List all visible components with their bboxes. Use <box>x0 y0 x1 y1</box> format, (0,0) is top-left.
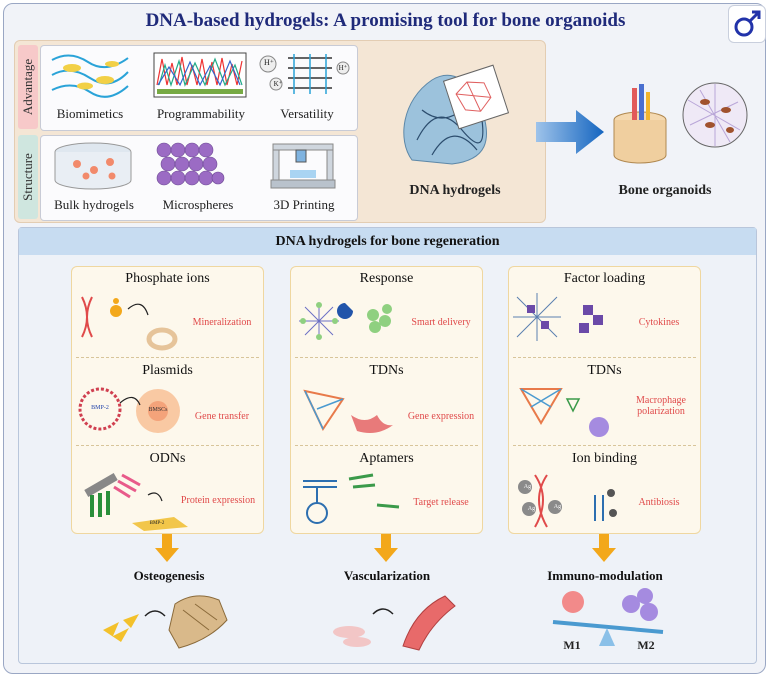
divider <box>295 357 478 358</box>
phosphate-dna-icon <box>81 296 178 351</box>
programmability-icon <box>153 52 247 98</box>
logo-icon <box>734 10 761 37</box>
outcome-vascularization: Vascularization <box>343 568 431 583</box>
bone-organoids-label: Bone organoids <box>618 183 712 198</box>
section-factor-loading: Factor loading Cytokines <box>509 267 700 355</box>
outcome-immunomodulation: Immuno-modulation <box>547 568 663 583</box>
section-aptamers: Aptamers Target release <box>291 447 482 535</box>
ion-label-2: K⁺ <box>273 80 283 88</box>
section-heading: Factor loading <box>563 271 646 286</box>
section-heading: TDNs <box>369 363 404 378</box>
cell-tag: BMSCs <box>148 407 168 413</box>
effect-label: Cytokines <box>638 317 680 328</box>
effect-label: Protein expression <box>180 495 256 506</box>
macrophage-balance-icon <box>552 588 664 646</box>
m2-label: M2 <box>637 638 655 652</box>
effect-label: Target release <box>413 497 469 508</box>
section-heading: TDNs <box>587 363 622 378</box>
macrophage-tdn-icon <box>519 388 609 437</box>
3d-printer-icon <box>270 143 336 189</box>
m1-label: M1 <box>563 638 581 652</box>
ion-binding-icon <box>518 474 617 528</box>
section-heading: Ion binding <box>572 451 637 466</box>
bone-organoid-icon <box>613 82 748 164</box>
plasmid-icon <box>78 387 180 433</box>
divider <box>513 357 696 358</box>
aptamer-icon <box>303 473 400 524</box>
effect-label: Gene transfer <box>194 411 250 422</box>
structure-label-2: Microspheres <box>162 197 234 212</box>
ion-label-3: H⁺ <box>338 64 348 72</box>
biomimetics-icon <box>51 54 129 98</box>
structure-label-1: Bulk hydrogels <box>54 197 134 212</box>
outcome-osteogenesis: Osteogenesis <box>133 568 205 583</box>
effect-label: Antibiosis <box>638 497 680 508</box>
column-vascularization: Response Smart delivery TDNs Gene expres… <box>290 266 483 534</box>
section-heading: Plasmids <box>142 363 193 378</box>
structure-label-3: 3D Printing <box>273 197 335 212</box>
journal-logo <box>728 5 766 43</box>
tdn-icon <box>303 389 393 433</box>
advantage-label-2: Programmability <box>156 106 246 121</box>
osteogenesis-icon <box>103 595 228 649</box>
smart-delivery-icon <box>299 302 392 340</box>
down-arrow-icon <box>374 534 398 562</box>
effect-label: Macrophage polarization <box>636 395 686 417</box>
section-response: Response Smart delivery <box>291 267 482 355</box>
effect-label: Smart delivery <box>411 317 471 328</box>
section-plasmids: Plasmids BMP-2 BMSCs Gene transfer <box>72 359 263 447</box>
ion-tag: Ag⁺ <box>527 506 539 512</box>
dna-hydrogels-label: DNA hydrogels <box>409 183 501 198</box>
section-heading: Phosphate ions <box>125 271 210 286</box>
section-ion-binding: Ion binding Ag⁺ Ag⁺ Ag⁺ Antibiosis <box>509 447 700 535</box>
divider <box>513 445 696 446</box>
advantage-label-3: Versatility <box>280 106 334 121</box>
advantage-tag: Advantage <box>18 45 38 129</box>
column-osteogenesis: Phosphate ions Mineralization Plasmids B… <box>71 266 264 534</box>
effect-label: Mineralization <box>192 317 252 328</box>
ion-tag: Ag⁺ <box>553 504 565 510</box>
divider <box>295 445 478 446</box>
figure-title: DNA-based hydrogels: A promising tool fo… <box>145 10 626 31</box>
advantage-label-1: Biomimetics <box>56 106 124 121</box>
dna-hydrogel-icon <box>403 64 510 165</box>
structure-tag: Structure <box>18 135 38 219</box>
effect-label: Gene expression <box>407 411 475 422</box>
section-heading: Aptamers <box>359 451 414 466</box>
divider <box>76 357 259 358</box>
blue-arrow-icon <box>536 110 604 154</box>
section-heading: ODNs <box>149 451 186 466</box>
microspheres-icon <box>156 142 225 186</box>
divider <box>76 445 259 446</box>
ion-tag: Ag⁺ <box>523 484 535 490</box>
odn-icon <box>84 473 188 531</box>
plasmid-tag: BMP-2 <box>91 405 109 411</box>
column-immunomodulation: Factor loading Cytokines TDNs Macrophage… <box>508 266 701 534</box>
odn-tag: BMP-2 <box>149 521 165 526</box>
down-arrow-icon <box>155 534 179 562</box>
section-phosphate: Phosphate ions Mineralization <box>72 267 263 355</box>
down-arrow-icon <box>592 534 616 562</box>
bone-regeneration-section: DNA hydrogels for bone regeneration Phos… <box>18 227 757 664</box>
section-tdns-2: TDNs Macrophage polarization <box>509 359 700 447</box>
section-odns: ODNs BMP-2 Protein expression <box>72 447 263 535</box>
ion-label-1: H⁺ <box>264 58 274 67</box>
versatility-icon <box>259 54 350 94</box>
section-heading: Response <box>359 271 414 286</box>
vascularization-icon <box>333 595 456 651</box>
section-tdns-1: TDNs Gene expression <box>291 359 482 447</box>
section-header: DNA hydrogels for bone regeneration <box>19 228 756 255</box>
bulk-hydrogel-icon <box>54 142 132 190</box>
cytokine-icon <box>513 293 603 341</box>
